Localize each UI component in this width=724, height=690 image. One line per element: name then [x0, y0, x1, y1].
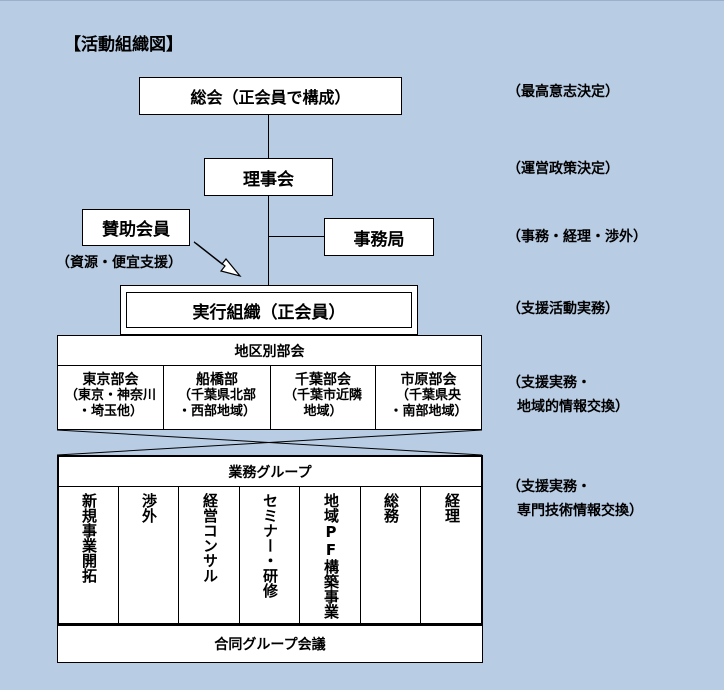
node-jikko: 実行組織（正会員）: [126, 292, 412, 328]
bukai-ichihara-sub1: （千葉県央: [395, 388, 461, 403]
bukai-funabashi-sub1: （千葉県北部: [177, 388, 256, 403]
node-sanjo-sub: （資源・便宜支援）: [56, 255, 182, 271]
bukai-ichihara-name: 市原部会: [400, 372, 457, 388]
note-jimukyoku: （事務・経理・渉外）: [507, 229, 647, 245]
node-gyomu: 業務グループ: [59, 457, 481, 487]
group-seminar: セミナー・研修: [261, 493, 279, 598]
bukai-tokyo-name: 東京部会: [82, 372, 139, 388]
connector-rijikai-jikko: [268, 196, 269, 286]
node-chiku-label: 地区別部会: [234, 343, 305, 360]
group-divider: [299, 486, 300, 623]
node-goudou: 合同グループ会議: [57, 625, 483, 663]
node-rijikai: 理事会: [204, 158, 333, 196]
node-rijikai-label: 理事会: [243, 169, 294, 190]
connector-jimukyoku: [268, 236, 325, 237]
bukai-chiba-sub1: （千葉市近隣: [283, 388, 362, 403]
bukai-funabashi-sub2: ・西部地域）: [177, 404, 256, 419]
note-gyomu-line1: （支援実務・: [507, 479, 591, 495]
support-arrow-icon: [193, 241, 242, 278]
bukai-tokyo: 東京部会 （東京・神奈川 ・埼玉他）: [58, 372, 163, 420]
cross-connector: [57, 430, 483, 456]
note-chiku-line1: （支援実務・: [507, 375, 591, 391]
node-jikko-outer: 実行組織（正会員）: [120, 285, 418, 335]
node-goudou-label: 合同グループ会議: [214, 637, 326, 653]
bukai-funabashi-name: 船橋部: [196, 372, 238, 388]
node-soukai-label: 総会（正会員で構成）: [190, 88, 351, 107]
note-rijikai: （運営政策決定）: [507, 161, 619, 177]
bukai-tokyo-sub2: ・埼玉他）: [77, 404, 143, 419]
bukai-chiba: 千葉部会 （千葉市近隣 地域）: [271, 372, 375, 420]
bukai-chiba-sub2: 地域）: [303, 404, 343, 419]
group-keiri: 経理: [443, 493, 461, 523]
bukai-divider: [163, 366, 164, 429]
note-gyomu-line2: 専門技術情報交換）: [517, 503, 643, 519]
group-divider: [420, 486, 421, 623]
bukai-ichihara: 市原部会 （千葉県央 ・南部地域）: [376, 372, 481, 420]
bukai-funabashi: 船橋部 （千葉県北部 ・西部地域）: [164, 372, 270, 420]
bukai-chiba-name: 千葉部会: [295, 372, 351, 388]
group-divider: [178, 486, 179, 623]
bukai-divider: [375, 366, 376, 429]
node-soukai: 総会（正会員で構成）: [139, 77, 402, 115]
node-chiku: 地区別部会: [57, 335, 482, 366]
node-gyomu-label: 業務グループ: [228, 464, 312, 481]
group-divider: [239, 486, 240, 623]
group-keiei: 経営コンサル: [201, 493, 219, 583]
top-border: [0, 0, 724, 1]
bukai-ichihara-sub2: ・南部地域）: [389, 404, 468, 419]
node-jikko-label: 実行組織（正会員）: [192, 302, 346, 323]
gyomu-group-box: 業務グループ 新規事業開拓 渉外 経営コンサル セミナー・研修 地域PF構築事業…: [57, 455, 483, 625]
diagram-title: 【活動組織図】: [64, 35, 183, 55]
bukai-divider: [270, 366, 271, 429]
node-sanjo-label: 賛助会員: [102, 220, 170, 240]
note-jikko: （支援活動実務）: [507, 301, 619, 317]
group-shinki: 新規事業開拓: [80, 493, 98, 583]
note-soukai: （最高意志決定）: [507, 84, 619, 100]
group-divider: [118, 486, 119, 623]
group-shogai: 渉外: [140, 493, 158, 523]
group-divider: [360, 486, 361, 623]
bukai-row: 東京部会 （東京・神奈川 ・埼玉他） 船橋部 （千葉県北部 ・西部地域） 千葉部…: [57, 365, 482, 430]
group-somu: 総務: [382, 493, 400, 523]
node-jimukyoku: 事務局: [324, 218, 434, 256]
group-chiiki: 地域PF構築事業: [322, 493, 340, 619]
connector-soukai-rijikai: [268, 115, 269, 159]
note-chiku-line2: 地域的情報交換）: [517, 399, 629, 415]
node-sanjo: 賛助会員: [82, 209, 190, 246]
node-jimukyoku-label: 事務局: [353, 229, 405, 250]
bukai-tokyo-sub1: （東京・神奈川: [64, 388, 156, 403]
